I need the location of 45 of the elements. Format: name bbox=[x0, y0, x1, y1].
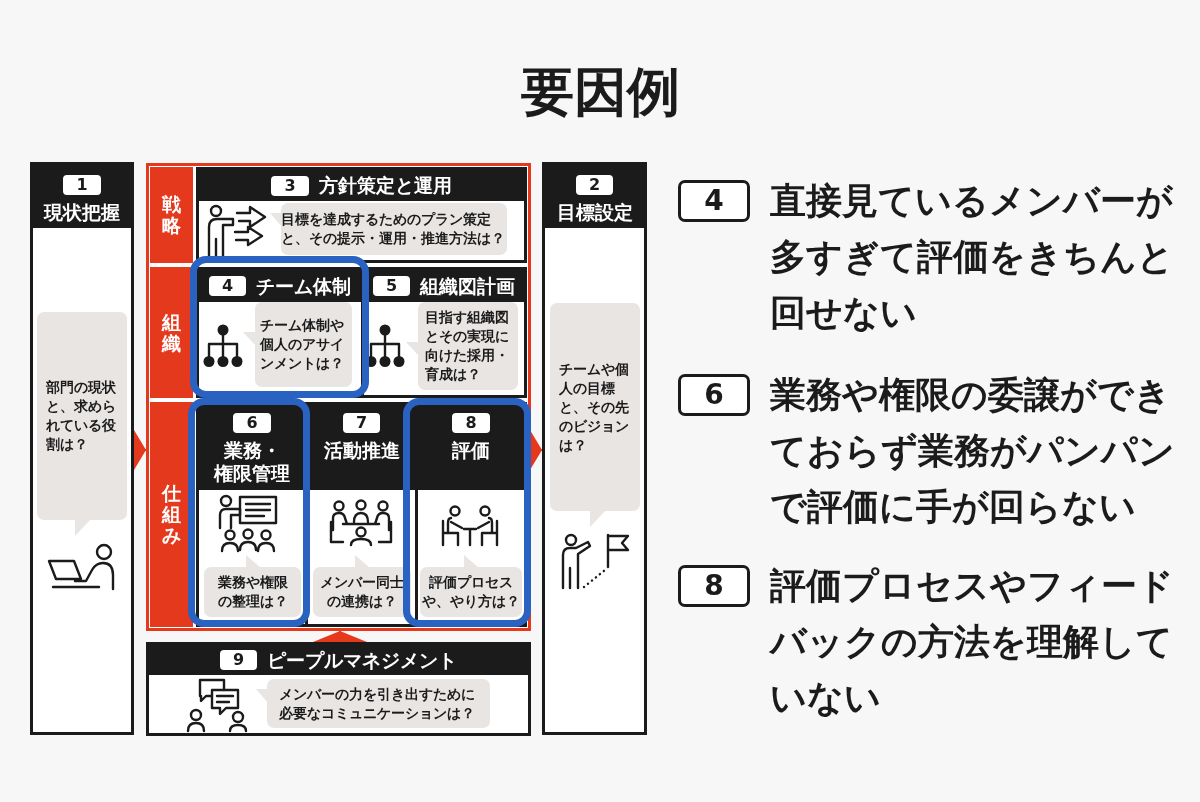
number-badge: 3 bbox=[271, 175, 309, 196]
question-text: メンバー同士の連携は？ bbox=[319, 573, 405, 611]
number-badge: 8 bbox=[678, 565, 750, 607]
question-text: チームや個人の目標と、その先のビジョンは？ bbox=[558, 359, 630, 455]
arrow bbox=[313, 630, 367, 643]
number-badge: 9 bbox=[219, 650, 258, 670]
question-text: 部門の現状と、求められている役割は？ bbox=[45, 378, 117, 454]
number-badge: 8 bbox=[452, 413, 490, 433]
box-heading: 組織図計画 bbox=[420, 274, 516, 298]
number-badge: 2 bbox=[575, 175, 614, 195]
question-text: 目指す組織図とその実現に向けた採用・育成は？ bbox=[424, 308, 510, 384]
box-heading: 目標設定 bbox=[556, 201, 633, 224]
box-heading: ピープルマネジメント bbox=[267, 648, 458, 672]
box-heading: 活動推進 bbox=[323, 439, 400, 462]
column-box bbox=[30, 162, 134, 735]
question-text: 評価プロセスや、やり方は？ bbox=[421, 573, 521, 611]
title: 要因例 bbox=[520, 60, 680, 124]
arrow bbox=[133, 430, 147, 470]
category-band: 戦略 bbox=[150, 167, 193, 263]
topic-box bbox=[361, 267, 527, 398]
number-badge: 1 bbox=[63, 175, 101, 195]
box-heading: 評価 bbox=[452, 439, 490, 462]
topic-box bbox=[146, 642, 531, 736]
number-badge: 4 bbox=[678, 180, 750, 222]
number-badge: 7 bbox=[342, 413, 381, 433]
outer-frame bbox=[146, 163, 531, 631]
category-band: 組織 bbox=[150, 267, 193, 398]
question-text: チーム体制や個人のアサインメントは？ bbox=[260, 316, 345, 373]
arrow bbox=[530, 430, 543, 470]
number-badge: 5 bbox=[372, 276, 411, 296]
cause-text: 評価プロセスやフィードバックの方法を理解していない bbox=[770, 564, 1175, 720]
cause-text: 業務や権限の委譲ができておらず業務がパンパンで評価に手が回らない bbox=[770, 373, 1176, 529]
question-text: メンバーの力を引き出すために必要なコミュニケーションは？ bbox=[278, 684, 476, 723]
box-heading: 方針策定と運用 bbox=[318, 174, 452, 197]
question-text: 目標を達成するためのプラン策定と、その提示・運用・推進方法は？ bbox=[281, 210, 506, 248]
box-heading: 業務・権限管理 bbox=[212, 439, 291, 485]
topic-box bbox=[196, 167, 527, 263]
column-box bbox=[542, 162, 647, 735]
number-badge: 6 bbox=[678, 374, 750, 416]
question-text: 業務や権限の整理は？ bbox=[216, 573, 289, 611]
cause-text: 直接見ているメンバーが多すぎて評価をきちんと回せない bbox=[770, 179, 1175, 335]
box-heading: 現状把握 bbox=[44, 201, 120, 224]
number-badge: 4 bbox=[208, 276, 247, 296]
number-badge: 6 bbox=[233, 413, 271, 433]
box-heading: チーム体制 bbox=[256, 274, 352, 298]
